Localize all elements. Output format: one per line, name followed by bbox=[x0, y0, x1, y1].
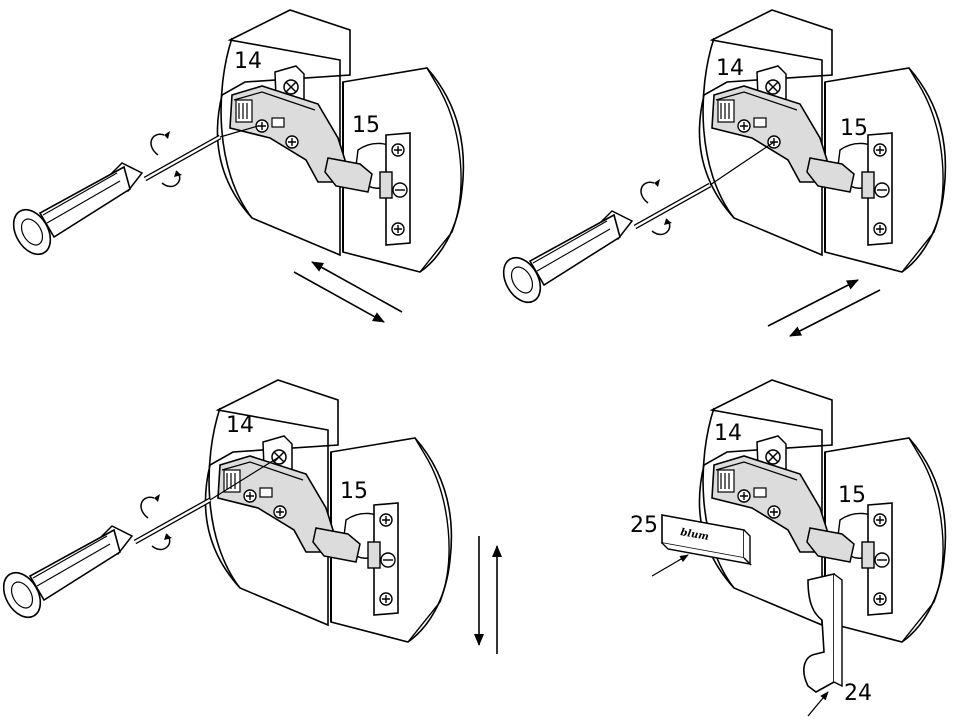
part-label-14: 14 bbox=[226, 413, 254, 438]
hinge-assembly bbox=[698, 9, 947, 273]
arrow-in-icon bbox=[293, 271, 385, 323]
arrow-up-right-icon bbox=[767, 279, 859, 327]
arrow-down-left-icon bbox=[789, 289, 881, 337]
panel-bottom-left: 14 15 bbox=[0, 379, 502, 654]
panel-top-right: 14 15 bbox=[496, 9, 947, 337]
part-label-24: 24 bbox=[844, 681, 872, 706]
screwdriver-icon bbox=[0, 494, 210, 624]
panel-bottom-right: 14 15 blum 25 24 bbox=[630, 379, 947, 717]
part-label-15: 15 bbox=[340, 479, 368, 504]
blum-logo: blum bbox=[679, 527, 709, 543]
part-label-14: 14 bbox=[234, 49, 262, 74]
part-label-15: 15 bbox=[352, 113, 380, 138]
arrow-arm-cover-icon bbox=[807, 691, 829, 717]
part-label-15: 15 bbox=[838, 483, 866, 508]
part-label-15: 15 bbox=[840, 116, 868, 141]
part-label-14: 14 bbox=[714, 421, 742, 446]
screwdriver-icon bbox=[496, 179, 710, 309]
part-label-25: 25 bbox=[630, 513, 658, 538]
arm-cover bbox=[803, 572, 843, 693]
part-label-14: 14 bbox=[716, 56, 744, 81]
screwdriver-icon bbox=[6, 131, 220, 261]
arrow-out-icon bbox=[311, 261, 403, 313]
arrow-cover-cap-icon bbox=[651, 554, 689, 577]
cover-cap: blum bbox=[661, 514, 753, 566]
panel-top-left: 14 15 bbox=[6, 9, 465, 323]
